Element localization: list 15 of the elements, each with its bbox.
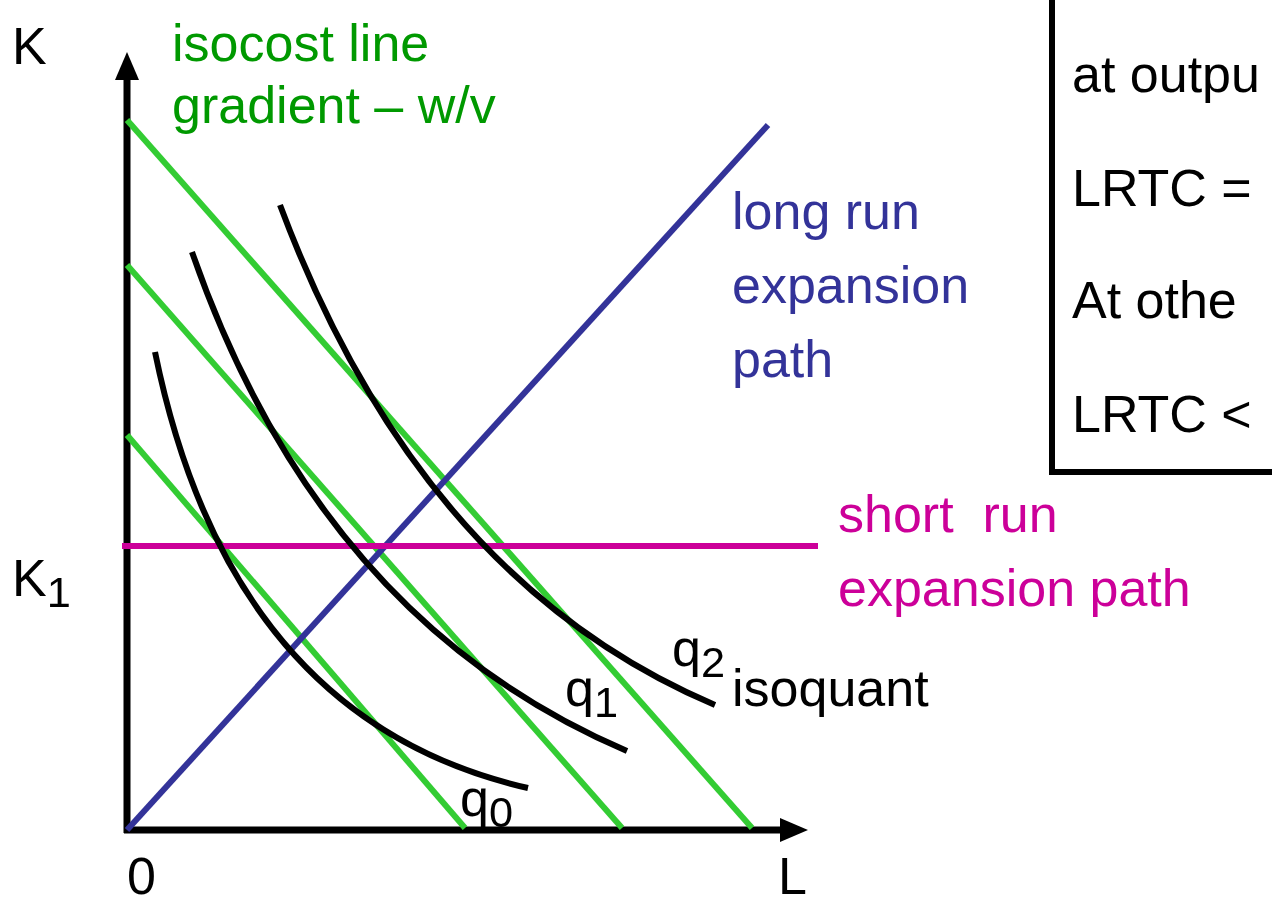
axis-label: 0 xyxy=(127,848,157,903)
box-text: At othe xyxy=(1072,272,1237,330)
curve-label: isoquant xyxy=(732,660,930,718)
axis-label: L xyxy=(778,848,808,903)
line-label: isocost line gradient – w/v xyxy=(172,13,497,137)
axis-label: K xyxy=(12,18,48,76)
box-text: LRTC < xyxy=(1072,386,1252,444)
line-label: short run expansion path xyxy=(838,484,1192,619)
box-text: LRTC = xyxy=(1072,160,1252,218)
curve-label: q$_{2}$ xyxy=(672,620,727,688)
curve-label: q$_{1}$ xyxy=(565,660,620,728)
line-label: long run expansion path xyxy=(732,181,971,390)
curve-label: q$_{0}$ xyxy=(460,770,515,838)
box-text: at outpu xyxy=(1072,46,1260,104)
axis-label: K$_{1}$ xyxy=(12,550,72,618)
